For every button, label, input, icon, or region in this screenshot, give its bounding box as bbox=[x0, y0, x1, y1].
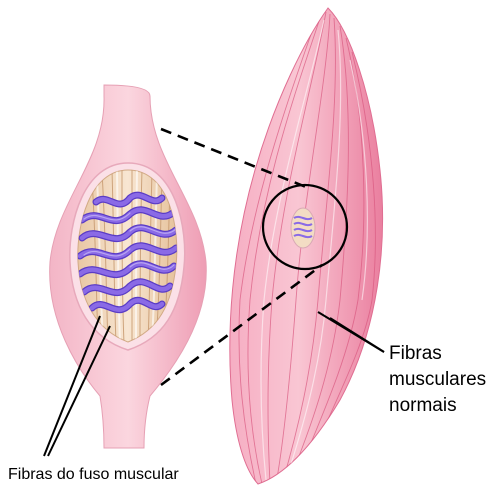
spindle-location bbox=[291, 208, 315, 248]
spindle-fibers-label: Fibras do fuso muscular bbox=[8, 465, 179, 485]
normal-fibers-label-line-2: musculares bbox=[389, 367, 486, 393]
normal-fibers-label-line-3: normais bbox=[389, 393, 486, 419]
normal-fibers-label: Fibras musculares normais bbox=[389, 341, 486, 419]
enlarged-muscle bbox=[50, 85, 207, 448]
normal-fibers-label-line-1: Fibras bbox=[389, 341, 486, 367]
